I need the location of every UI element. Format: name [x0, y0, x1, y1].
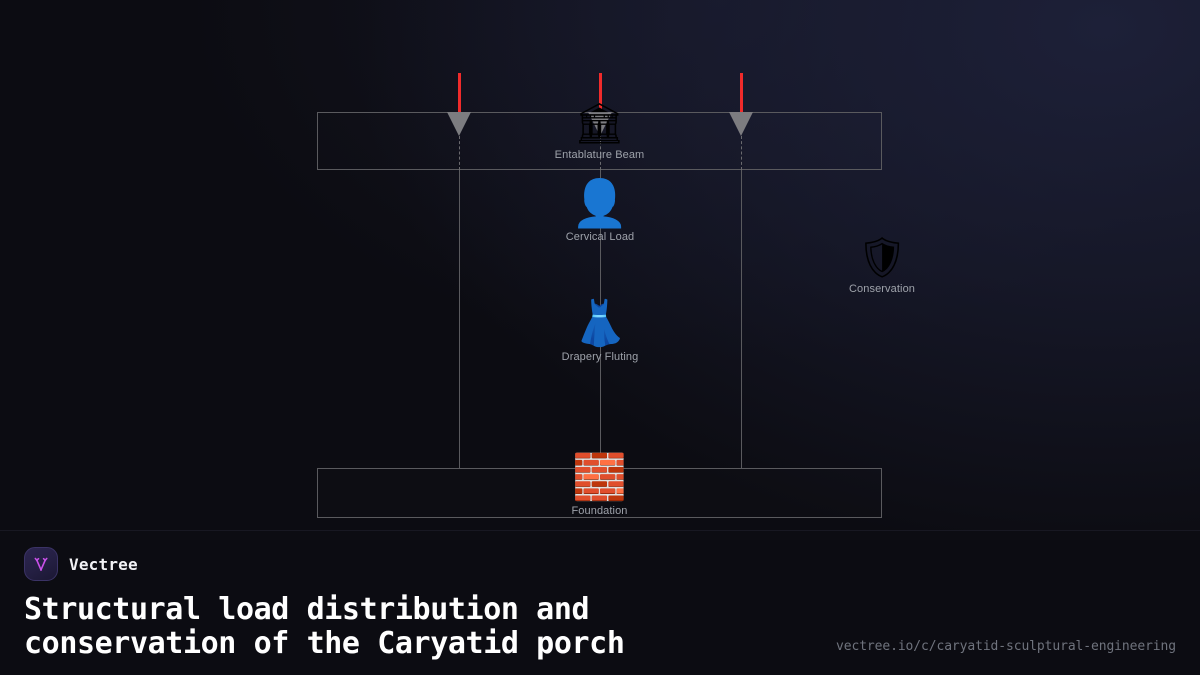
node-conservation-label: Conservation — [848, 283, 916, 295]
load-left-shaft — [458, 73, 461, 112]
classical-building-icon: 🏛 — [574, 101, 625, 147]
load-right-arrowhead-icon — [729, 112, 753, 136]
footer-bar: Vectree Structural load distribution and… — [0, 530, 1200, 675]
foundation-label: Foundation — [571, 505, 628, 517]
brick-icon: 🧱 — [572, 452, 627, 503]
node-drapery-fluting-label: Drapery Fluting — [561, 351, 639, 363]
page-url: vectree.io/c/caryatid-sculptural-enginee… — [836, 639, 1176, 655]
column-center — [600, 170, 601, 468]
vectree-v-mark-icon — [24, 547, 58, 581]
load-right-shaft — [740, 73, 743, 112]
node-drapery-fluting[interactable]: 👗 Drapery Fluting — [561, 298, 639, 364]
node-cervical-load-label: Cervical Load — [565, 231, 635, 243]
node-cervical-load[interactable]: 👤Cervical Load — [566, 180, 635, 243]
structural-load-diagram: 🏛 Entablature Beam 🧱 Foundation 👤Cervica… — [317, 73, 915, 518]
entablature-beam-node[interactable]: 🏛 Entablature Beam — [555, 104, 645, 161]
brand[interactable]: Vectree — [24, 547, 1176, 581]
load-left-arrowhead-icon — [447, 112, 471, 136]
column-left-dashed — [459, 136, 460, 170]
dress-icon: 👗 — [572, 298, 628, 349]
column-center-dashed — [600, 136, 601, 170]
column-right-dashed — [741, 136, 742, 170]
foundation-node[interactable]: 🧱 Foundation — [571, 452, 628, 518]
page-title: Structural load distribution and conserv… — [24, 592, 625, 661]
foundation-box[interactable] — [317, 468, 882, 518]
load-center-arrowhead-icon — [588, 112, 612, 136]
person-bust-icon: 👤 — [571, 176, 629, 230]
column-left — [459, 170, 460, 468]
headline-row: Structural load distribution and conserv… — [24, 593, 1176, 660]
shield-icon: 🛡 — [856, 235, 908, 281]
brand-name: Vectree — [69, 554, 138, 574]
entablature-beam-label: Entablature Beam — [554, 149, 645, 161]
load-center-shaft — [599, 73, 602, 112]
node-conservation[interactable]: 🛡 Conservation — [849, 238, 915, 295]
column-right — [741, 170, 742, 468]
